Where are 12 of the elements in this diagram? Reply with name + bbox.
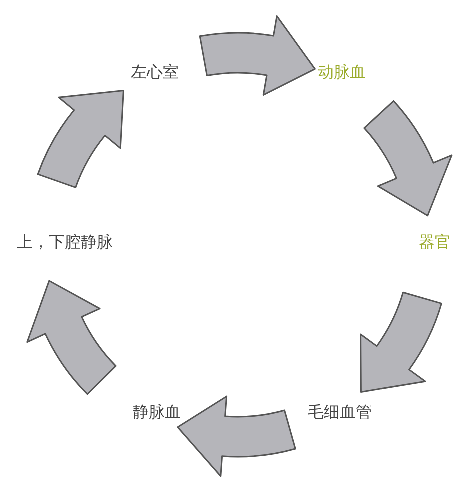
curved-block-arrow — [364, 100, 453, 217]
node-label: 左心室 — [131, 62, 179, 84]
curved-block-arrow — [37, 90, 124, 188]
node-label: 动脉血 — [318, 62, 366, 84]
node-label: 静脉血 — [133, 402, 181, 424]
curved-block-arrow — [360, 292, 442, 393]
node-label: 上，下腔静脉 — [17, 232, 113, 254]
node-label: 毛细血管 — [308, 402, 372, 424]
curved-block-arrow — [177, 396, 296, 478]
curved-block-arrow — [199, 16, 316, 96]
node-label: 器官 — [419, 232, 451, 254]
curved-block-arrow — [26, 280, 117, 396]
